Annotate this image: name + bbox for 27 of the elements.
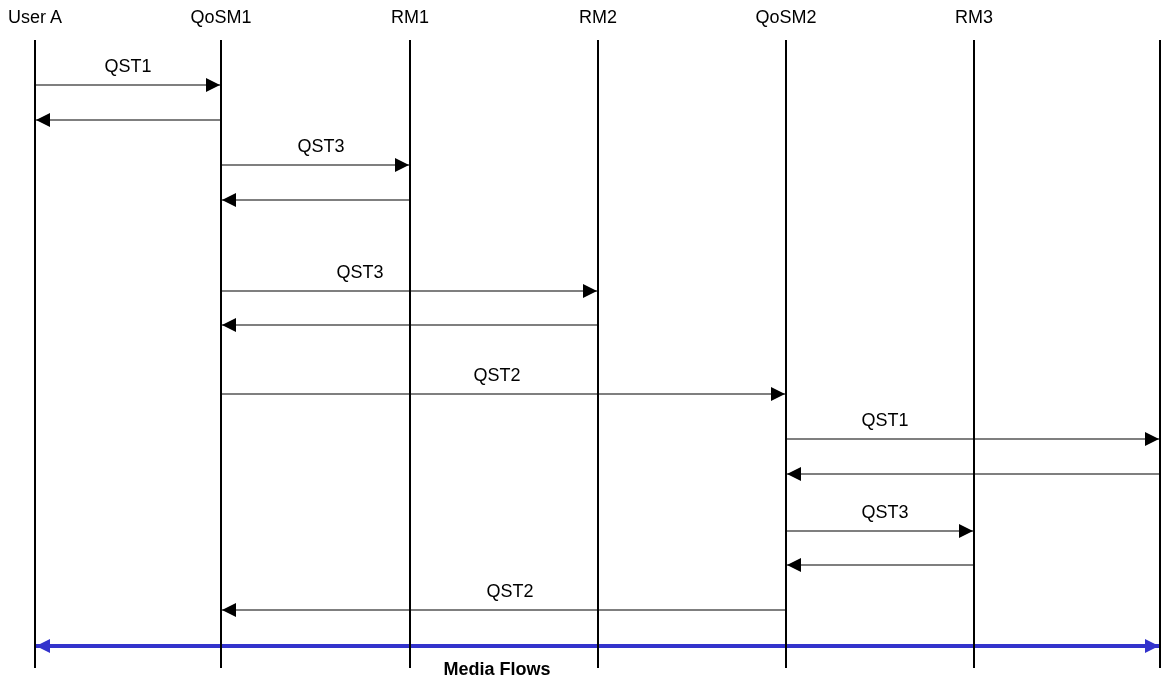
message-arrow [786, 524, 974, 538]
lifeline [597, 40, 599, 668]
message-arrow [221, 158, 410, 172]
message-arrow [786, 558, 974, 572]
message-arrow [221, 284, 598, 298]
message-arrow [221, 603, 786, 617]
participant-label: RM1 [391, 6, 429, 28]
participant-label: User A [8, 6, 62, 28]
participant-label: RM2 [579, 6, 617, 28]
participant-label: RM3 [955, 6, 993, 28]
lifeline [409, 40, 411, 668]
lifeline [220, 40, 222, 668]
message-arrow [221, 193, 410, 207]
lifeline [1159, 40, 1161, 668]
double-arrow [36, 639, 1159, 653]
lifeline [785, 40, 787, 668]
participant-label: QoSM1 [190, 6, 252, 28]
lifeline [973, 40, 975, 668]
message-arrow [35, 113, 221, 127]
message-arrow [786, 467, 1160, 481]
participant-label: QoSM2 [755, 6, 817, 28]
message-arrow [35, 78, 221, 92]
message-arrow [221, 318, 598, 332]
lifeline [34, 40, 36, 668]
message-arrow [221, 387, 786, 401]
edge-label: Media Flows [442, 658, 552, 680]
message-arrow [786, 432, 1160, 446]
